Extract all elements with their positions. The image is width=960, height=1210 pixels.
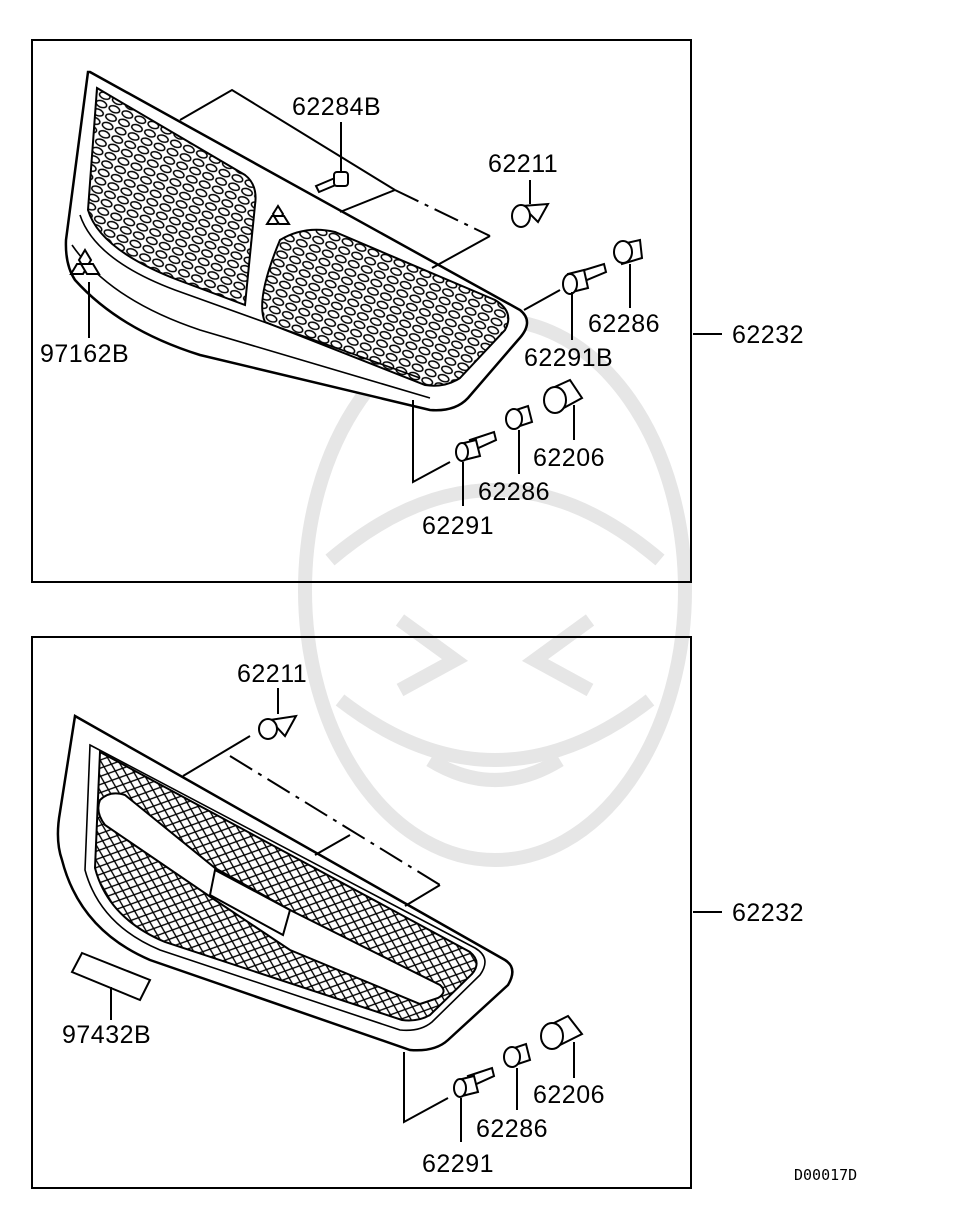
bottom-panel: 62211 97432B 62232 62206 62286 62291 [31, 636, 804, 1189]
watermark-emblem [298, 313, 692, 867]
callout-62211-bottom [182, 735, 251, 777]
label-62291-top: 62291 [422, 512, 494, 540]
label-97432b: 97432B [62, 1021, 151, 1049]
screw-62284b [314, 171, 349, 194]
bottom-panel-frame [31, 636, 692, 1189]
label-assembly-62232-bottom: 62232 [732, 899, 804, 927]
bottom-grille-inner-frame [84, 743, 486, 1032]
nut-62286-lower [505, 404, 534, 430]
label-62291b: 62291B [524, 344, 613, 372]
bottom-grille-mesh [93, 750, 478, 1022]
emblem-on-grille [265, 204, 291, 225]
label-62286-bottom: 62286 [476, 1115, 548, 1143]
bolt-62291-top [455, 430, 498, 462]
label-62206-top: 62206 [533, 444, 605, 472]
top-panel-frame [31, 39, 692, 583]
top-grille-inner-contour [79, 214, 421, 379]
bolt-62291-bottom [453, 1066, 496, 1098]
bottom-grille-center-bar [97, 792, 445, 1006]
bush-62206-bottom [540, 1014, 584, 1050]
bush-62206-top [543, 378, 584, 414]
label-62291-bottom: 62291 [422, 1150, 494, 1178]
mitsubishi-emblem-97162b [69, 248, 101, 275]
bolt-62291b [562, 262, 608, 295]
nut-62286-upper [613, 238, 644, 266]
label-62206-bottom: 62206 [533, 1081, 605, 1109]
label-assembly-62232-top: 62232 [732, 321, 804, 349]
nut-62286-bottom [503, 1042, 532, 1068]
top-grille-right-mesh [261, 228, 510, 387]
clip-62211-bottom [258, 714, 298, 740]
top-grille-left-mesh [86, 86, 257, 307]
label-62286-lower: 62286 [478, 478, 550, 506]
label-97162b: 97162B [40, 340, 129, 368]
label-62211-top: 62211 [488, 150, 558, 178]
top-panel: 62284B 62211 97162B 62286 62291B 62232 6… [31, 39, 804, 583]
label-62211-bottom: 62211 [237, 660, 307, 688]
badge-97432b [70, 951, 152, 1002]
label-62286-upper: 62286 [588, 310, 660, 338]
drawing-code: D00017D [794, 1166, 857, 1184]
label-62284b: 62284B [292, 93, 381, 121]
clip-62211 [511, 202, 550, 228]
